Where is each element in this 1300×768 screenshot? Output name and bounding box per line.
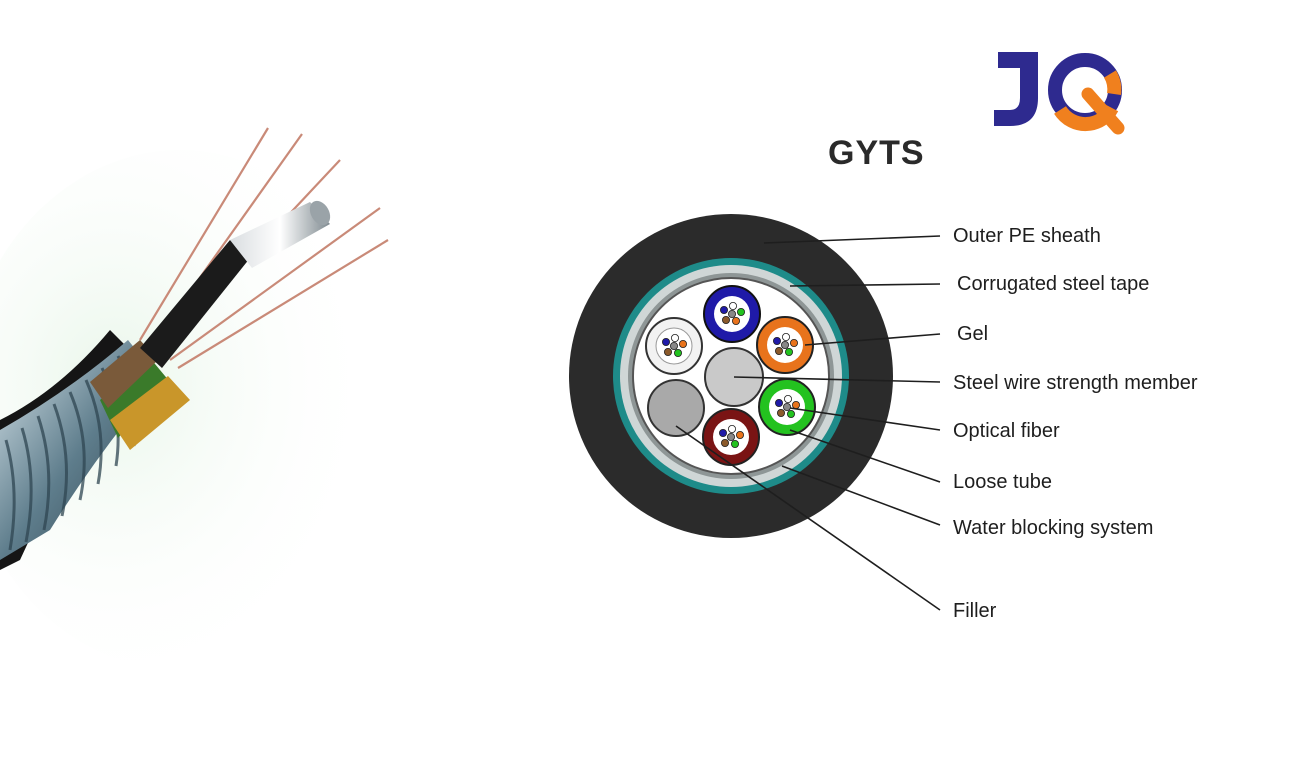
label-outer-pe-sheath: Outer PE sheath (953, 225, 1101, 247)
label-steel-wire-strength-member: Steel wire strength member (953, 372, 1198, 394)
leader-loose-tube (789, 429, 941, 483)
optical-fibers (662, 301, 801, 448)
leader-gel (804, 333, 941, 346)
leader-lines (675, 235, 941, 611)
label-corrugated-steel-tape: Corrugated steel tape (957, 273, 1150, 295)
label-filler: Filler (953, 600, 997, 622)
diagram-title: GYTS (828, 134, 925, 172)
leader-outer-pe-sheath (763, 235, 941, 244)
label-optical-fiber: Optical fiber (953, 420, 1060, 442)
filler-rod (647, 379, 705, 437)
fiber-cable-cutaway-icon (0, 127, 400, 670)
leader-water-blocking (781, 465, 941, 526)
label-water-blocking-system: Water blocking system (953, 517, 1154, 539)
leader-filler (675, 425, 941, 611)
label-loose-tube: Loose tube (953, 471, 1052, 493)
leader-optical-fiber (789, 407, 941, 431)
label-gel: Gel (957, 323, 989, 345)
leader-steel-wire (733, 376, 941, 383)
leader-corrugated-steel-tape (789, 283, 941, 287)
jq-logo-icon (994, 52, 1125, 135)
